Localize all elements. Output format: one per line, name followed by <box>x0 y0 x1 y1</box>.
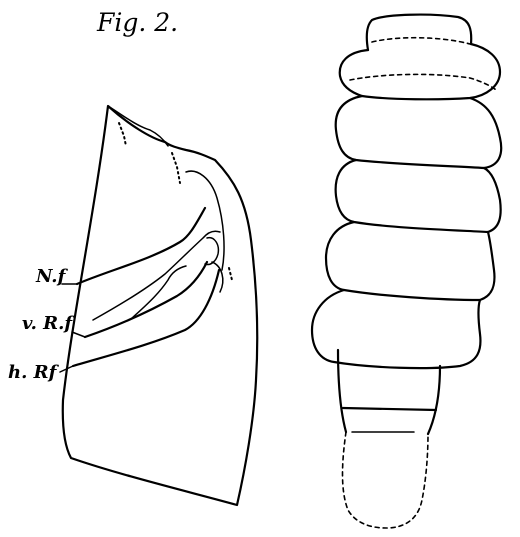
segment-cap <box>367 15 471 50</box>
tail-stalk-right <box>428 366 440 434</box>
dotted-suture-right <box>172 153 180 183</box>
segment-1 <box>340 44 500 99</box>
segment-cap-dashed <box>372 38 470 44</box>
right-rim-dots <box>229 268 232 280</box>
label-leader-vrf <box>72 332 85 337</box>
left-specimen <box>60 106 257 505</box>
segment-4 <box>326 222 494 300</box>
segment-2 <box>336 96 502 168</box>
segment-1-dashed <box>350 74 496 90</box>
tail-tip-dashed <box>343 432 429 528</box>
furrow-nf <box>77 208 205 284</box>
dotted-suture-left <box>119 123 126 146</box>
furrow-hrf <box>73 270 219 366</box>
tail-mid-line <box>343 408 436 410</box>
segment-3 <box>336 160 501 232</box>
right-knob <box>205 238 218 265</box>
right-specimen <box>312 15 501 528</box>
